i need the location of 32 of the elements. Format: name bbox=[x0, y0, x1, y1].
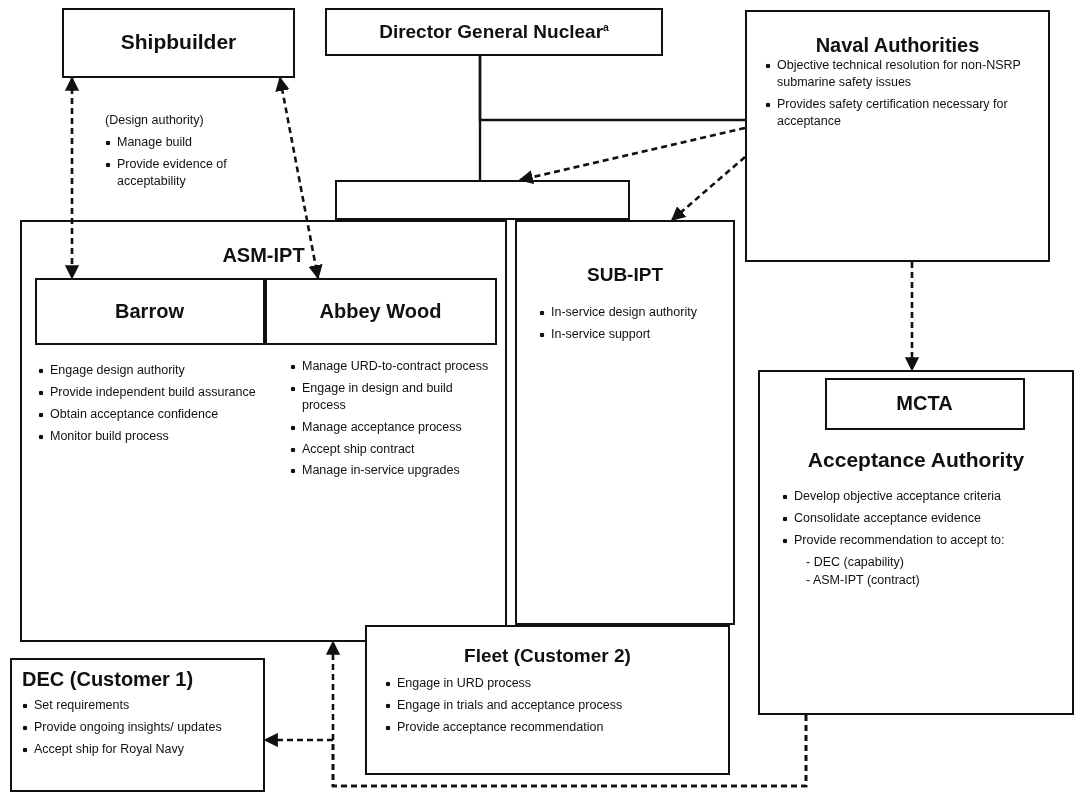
box-title: ASM-IPT bbox=[221, 244, 306, 267]
org-box bbox=[824, 377, 1025, 430]
org-box bbox=[758, 370, 1074, 715]
arrow bbox=[275, 76, 323, 280]
bullet-item: (Design authority) bbox=[105, 112, 205, 129]
box-title: Fleet (Customer 2) bbox=[463, 645, 632, 667]
box-title: MCTA bbox=[895, 391, 954, 415]
box-title: Abbey Wood bbox=[318, 299, 443, 323]
org-box bbox=[325, 8, 663, 56]
box-title: Barrow bbox=[114, 299, 185, 323]
box-title: Naval Authorities bbox=[814, 34, 981, 57]
org-box bbox=[365, 625, 730, 775]
box-title: Shipbuilder bbox=[119, 30, 238, 54]
org-box bbox=[20, 220, 507, 642]
bullet-item: - ASM-IPT (contract) bbox=[806, 571, 921, 589]
org-box bbox=[264, 277, 497, 345]
org-box bbox=[10, 658, 265, 792]
bullet-item: - DEC (capability) bbox=[806, 553, 905, 571]
connector-line bbox=[478, 56, 745, 122]
arrow bbox=[64, 76, 80, 280]
box-title: Acceptance Authority bbox=[806, 448, 1026, 472]
arrow bbox=[670, 156, 746, 221]
org-box bbox=[515, 220, 735, 625]
box-title: Director General Nuclear$^{a}$ bbox=[378, 21, 610, 43]
org-box bbox=[62, 8, 295, 78]
org-box bbox=[34, 277, 265, 345]
box-title: SUB-IPT bbox=[586, 264, 664, 286]
arrow bbox=[518, 126, 746, 185]
org-box bbox=[745, 10, 1050, 262]
arrow bbox=[904, 262, 920, 372]
box-title: DEC (Customer 1) bbox=[22, 668, 195, 691]
empty-box bbox=[335, 180, 630, 220]
